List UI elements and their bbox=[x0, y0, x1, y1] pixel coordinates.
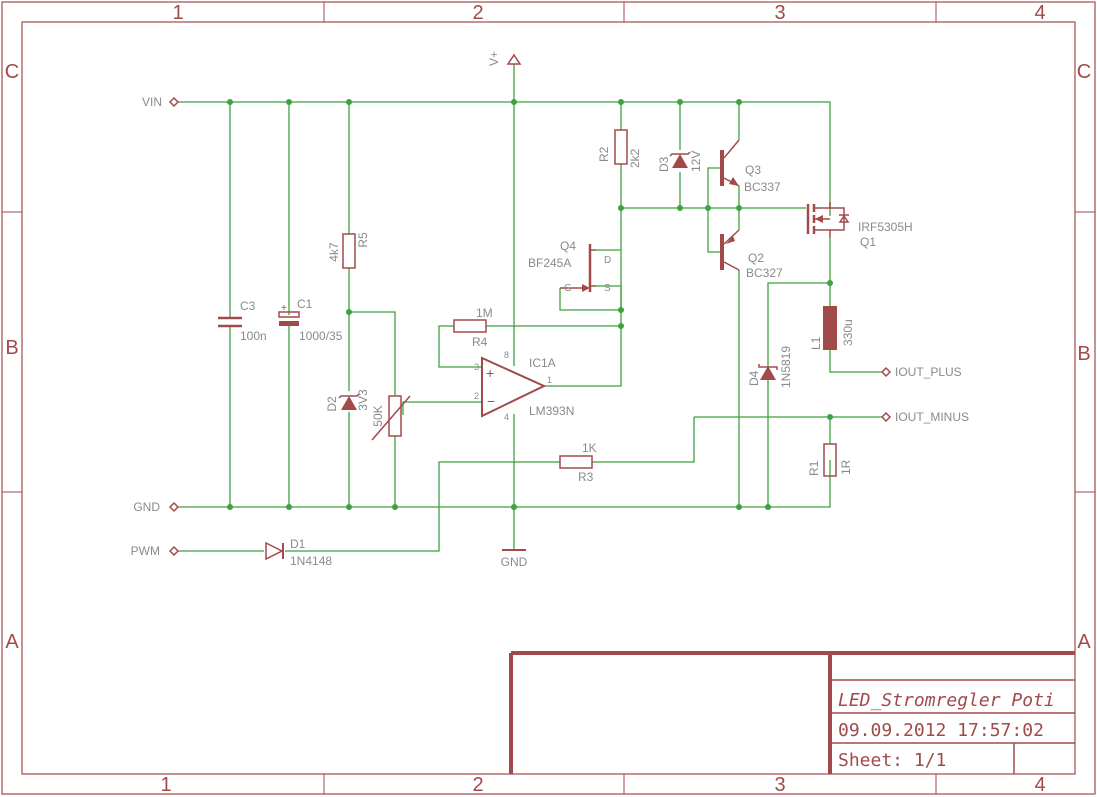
q3-value: BC337 bbox=[744, 180, 781, 194]
resistor-r2: R2 2k2 bbox=[597, 129, 642, 168]
r2-value: 2k2 bbox=[628, 148, 642, 168]
net-iout-minus: IOUT_MINUS bbox=[895, 410, 969, 424]
sheet-text: Sheet: 1/1 bbox=[838, 750, 946, 771]
q1-name: Q1 bbox=[860, 235, 876, 249]
transistor-q2: Q2 BC327 bbox=[720, 229, 783, 280]
grid-col-1-bottom: 1 bbox=[160, 774, 171, 796]
datetime-text: 09.09.2012 17:57:02 bbox=[838, 720, 1044, 741]
potentiometer: 50K bbox=[371, 395, 411, 441]
d4-name: D4 bbox=[747, 370, 761, 386]
svg-text:G: G bbox=[564, 283, 572, 294]
resistor-r5: 4k7 R5 bbox=[327, 232, 370, 269]
d1-value: 1N4148 bbox=[290, 554, 332, 568]
d4-value: 1N5819 bbox=[779, 346, 793, 388]
grid-col-1: 1 bbox=[172, 2, 183, 24]
net-vin: VIN bbox=[142, 95, 162, 109]
svg-text:8: 8 bbox=[504, 350, 509, 360]
junctions bbox=[227, 99, 833, 510]
net-gnd-symbol: GND bbox=[501, 555, 528, 569]
r3-value: 1K bbox=[582, 441, 597, 455]
r1-value: 1R bbox=[839, 459, 853, 475]
capacitor-c1: + C1 1000/35 bbox=[278, 297, 343, 343]
resistor-r3: 1K R3 bbox=[559, 441, 597, 484]
r1-name: R1 bbox=[807, 460, 821, 476]
title-text: LED_Stromregler Poti bbox=[838, 690, 1055, 711]
opamp-ic1a: + − 3 2 8 4 1 IC1A LM393N bbox=[474, 350, 574, 422]
svg-text:+: + bbox=[486, 365, 494, 381]
grid-col-3-bottom: 3 bbox=[774, 774, 785, 796]
ic1a-value: LM393N bbox=[529, 404, 574, 418]
inductor-l1: L1 330u bbox=[809, 306, 855, 350]
grid-col-4-bottom: 4 bbox=[1034, 774, 1045, 796]
grid-row-b: B bbox=[5, 337, 18, 359]
svg-text:−: − bbox=[487, 393, 495, 409]
c3-name: C3 bbox=[240, 299, 256, 313]
q2-value: BC327 bbox=[746, 266, 783, 280]
q4-name: Q4 bbox=[560, 239, 576, 253]
grid-col-3: 3 bbox=[774, 2, 785, 24]
l1-name: L1 bbox=[809, 336, 823, 350]
transistor-q3: Q3 BC337 bbox=[720, 139, 781, 194]
r5-name: R5 bbox=[356, 232, 370, 248]
zener-d3: D3 12V bbox=[657, 151, 703, 172]
svg-text:S: S bbox=[604, 283, 611, 294]
grid-row-b-right: B bbox=[1077, 343, 1090, 365]
net-ports: VIN GND PWM IOUT_PLUS IOUT_MINUS V+ GND bbox=[131, 51, 969, 569]
resistor-r1: R1 1R bbox=[807, 443, 853, 477]
svg-text:3: 3 bbox=[474, 362, 479, 372]
q3-name: Q3 bbox=[745, 163, 761, 177]
c3-value: 100n bbox=[240, 329, 267, 343]
net-pwm: PWM bbox=[131, 544, 160, 558]
r3-name: R3 bbox=[578, 470, 594, 484]
zener-d2: D2 3V3 bbox=[325, 389, 370, 412]
r5-value: 4k7 bbox=[327, 242, 341, 262]
q1-value: IRF5305H bbox=[858, 220, 913, 234]
q4-value: BF245A bbox=[528, 256, 571, 270]
c1-value: 1000/35 bbox=[299, 329, 343, 343]
grid-col-2: 2 bbox=[472, 2, 483, 24]
ic1a-name: IC1A bbox=[529, 356, 556, 370]
capacitor-c3: C3 100n bbox=[218, 299, 267, 343]
title-block: LED_Stromregler Poti 09.09.2012 17:57:02… bbox=[509, 651, 1075, 774]
q2-name: Q2 bbox=[748, 251, 764, 265]
grid-row-a: A bbox=[5, 631, 19, 653]
l1-value: 330u bbox=[841, 319, 855, 346]
resistor-r4: 1M R4 bbox=[453, 306, 493, 349]
grid-row-c: C bbox=[5, 61, 19, 83]
svg-text:4: 4 bbox=[504, 412, 509, 422]
grid-row-c-right: C bbox=[1077, 61, 1091, 83]
net-gnd: GND bbox=[133, 500, 160, 514]
d2-value: 3V3 bbox=[356, 389, 370, 411]
c1-name: C1 bbox=[297, 297, 313, 311]
jfet-q4: Q4 BF245A G D S bbox=[528, 239, 611, 294]
grid-col-4: 4 bbox=[1034, 2, 1045, 24]
pot-value: 50K bbox=[371, 405, 385, 426]
svg-text:2: 2 bbox=[474, 391, 479, 401]
d1-name: D1 bbox=[290, 537, 306, 551]
net-iout-plus: IOUT_PLUS bbox=[895, 365, 962, 379]
r2-name: R2 bbox=[597, 146, 611, 162]
grid-row-a-right: A bbox=[1077, 631, 1091, 653]
mosfet-q1: IRF5305H Q1 bbox=[806, 202, 913, 249]
net-vplus: V+ bbox=[487, 51, 501, 66]
svg-text:1: 1 bbox=[547, 375, 552, 385]
diode-d1: D1 1N4148 bbox=[265, 537, 332, 568]
r4-value: 1M bbox=[476, 306, 493, 320]
d2-name: D2 bbox=[325, 396, 339, 412]
svg-text:+: + bbox=[281, 303, 287, 314]
grid-col-2-bottom: 2 bbox=[472, 774, 483, 796]
d3-name: D3 bbox=[657, 156, 671, 172]
schottky-d4: D4 1N5819 bbox=[747, 346, 793, 388]
svg-text:D: D bbox=[604, 255, 611, 266]
d3-value: 12V bbox=[689, 151, 703, 172]
r4-name: R4 bbox=[472, 335, 488, 349]
